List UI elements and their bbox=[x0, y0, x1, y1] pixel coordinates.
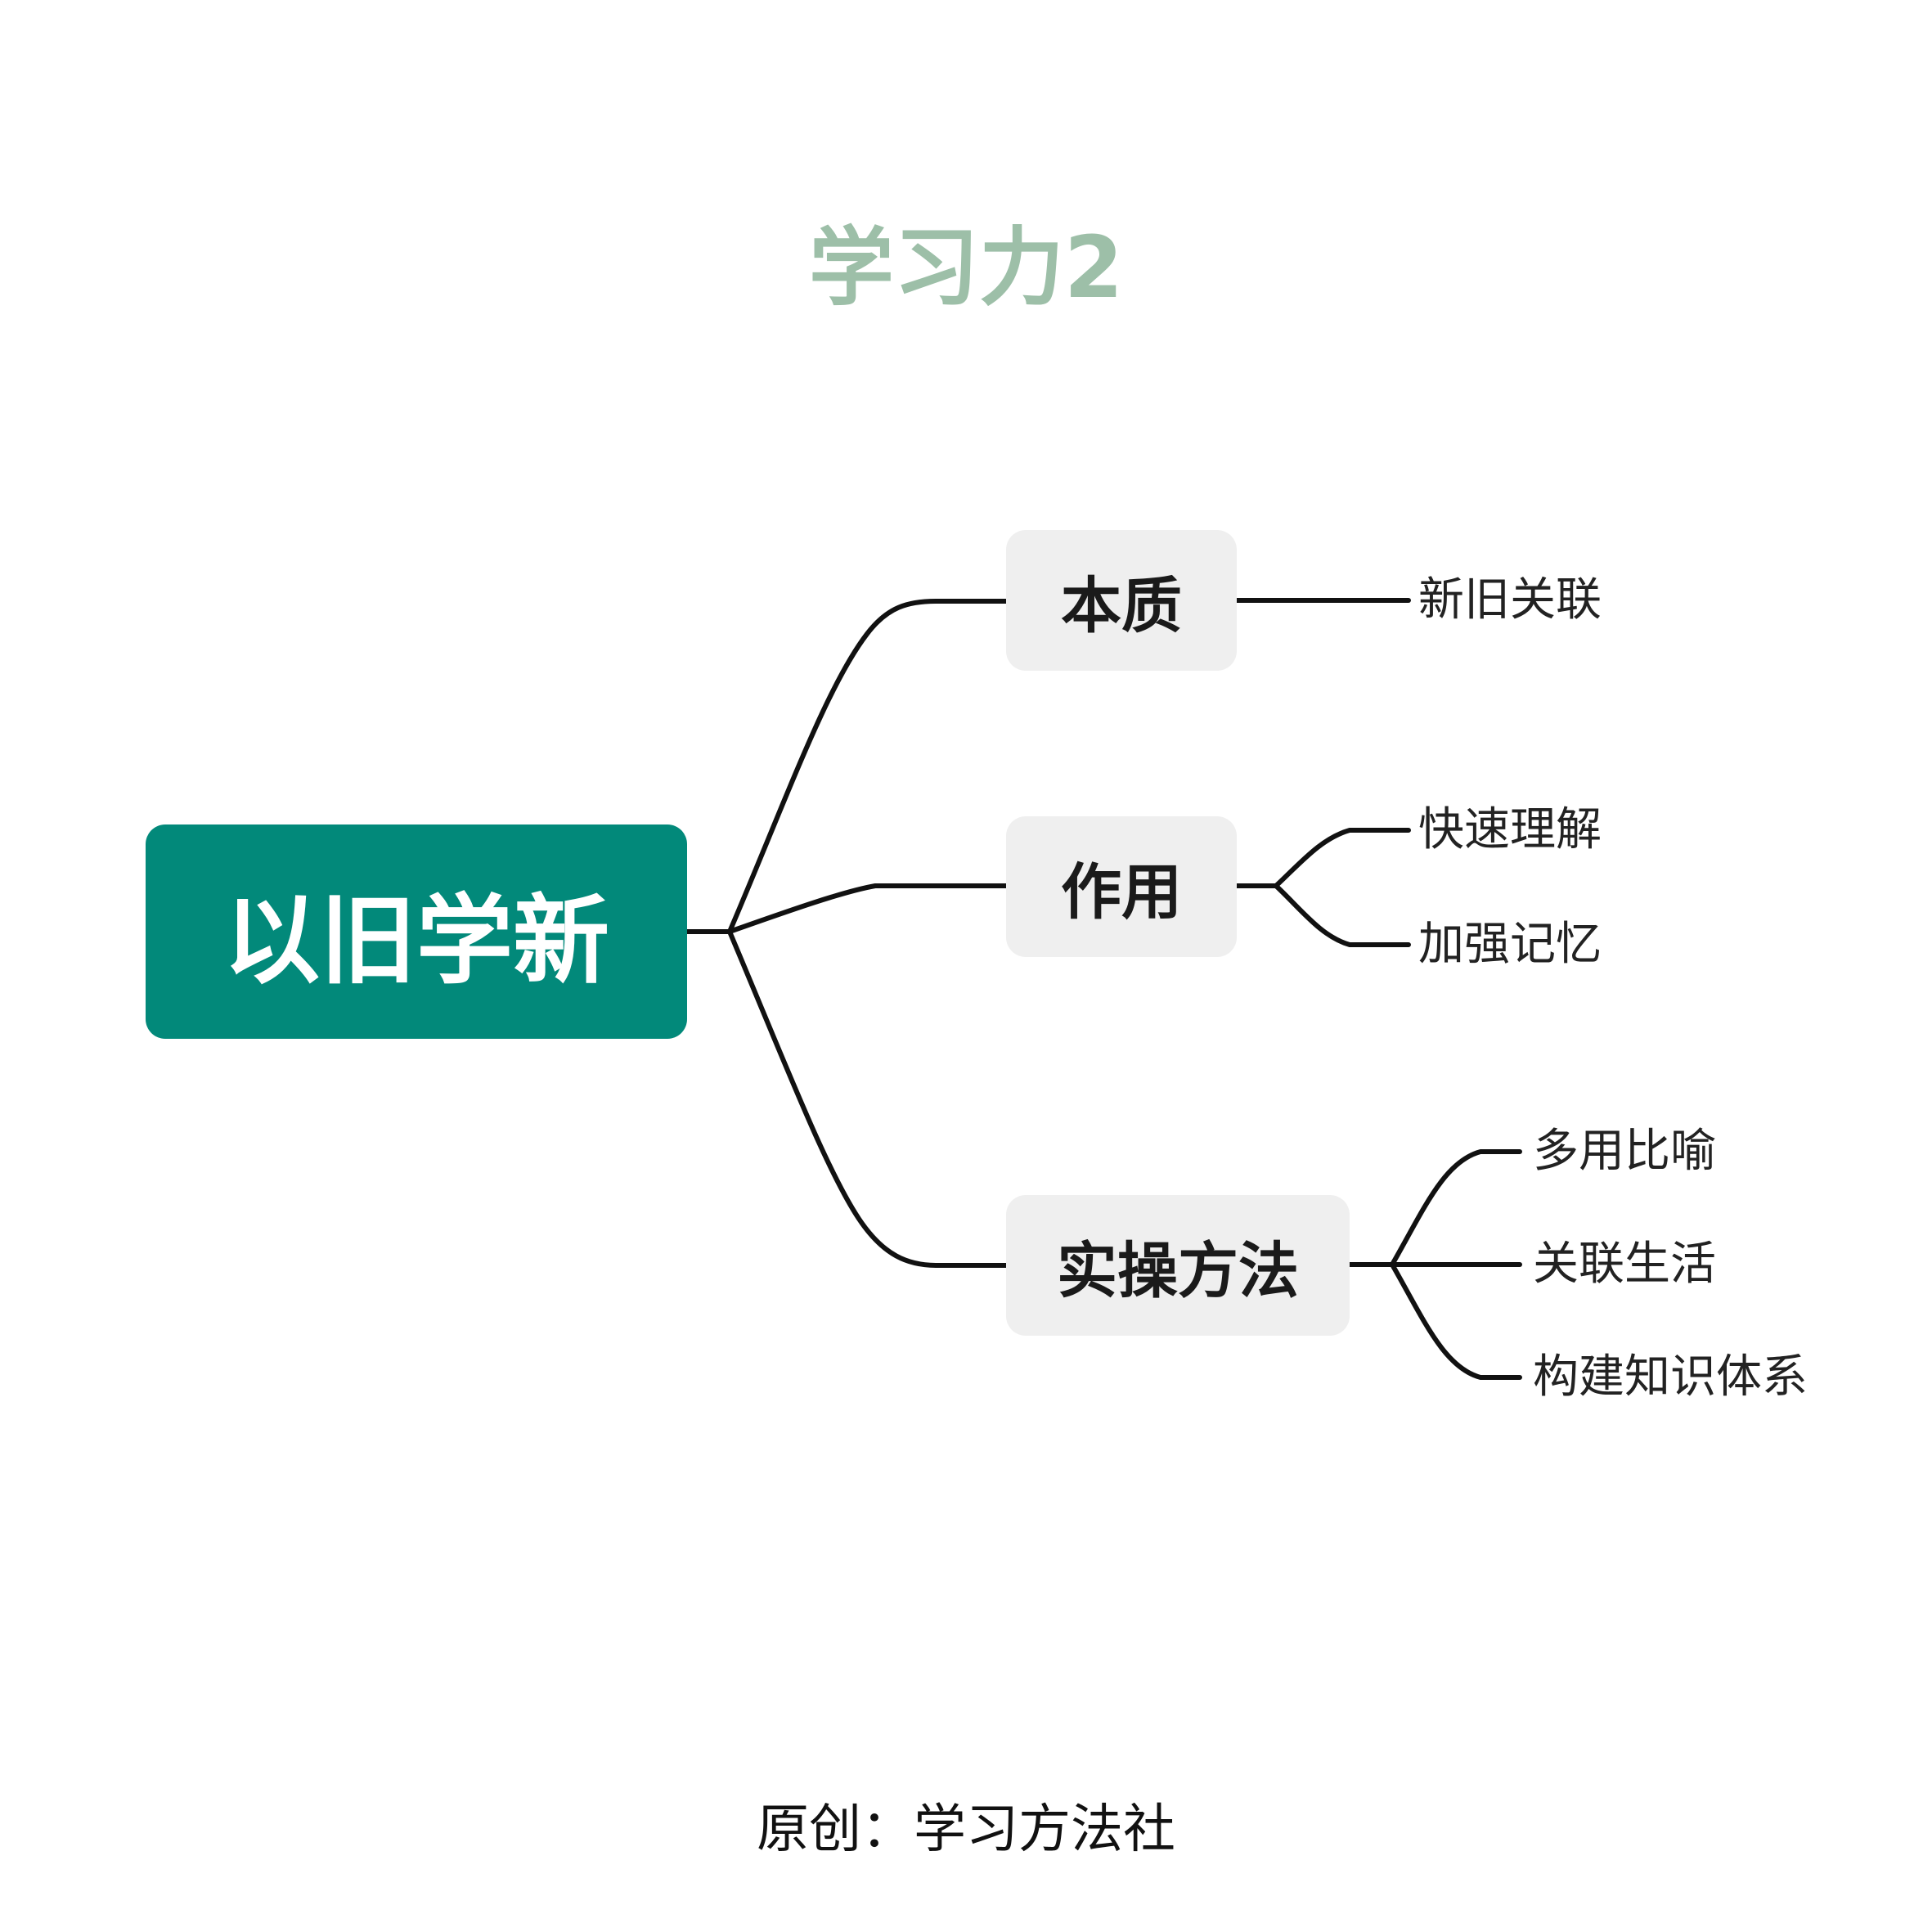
leaf-node-relate-to-life[interactable]: 关联生活 bbox=[1533, 1238, 1716, 1291]
branch-node-label: 本质 bbox=[1061, 570, 1182, 641]
leaf-node-strengthen-memory[interactable]: 加强记忆 bbox=[1418, 918, 1602, 971]
branch-node-label: 作用 bbox=[1061, 856, 1182, 928]
link-root-branch-1 bbox=[727, 599, 1009, 934]
branch-node-function[interactable]: 作用 bbox=[1006, 816, 1237, 957]
link-branch-2-leaf-2 bbox=[1274, 883, 1411, 947]
footer-credit: 原创：学习方法社 bbox=[757, 1799, 1175, 1860]
leaf-node-fast-understanding[interactable]: 快速理解 bbox=[1418, 803, 1602, 856]
branch-node-practice-methods[interactable]: 实操方法 bbox=[1006, 1195, 1350, 1336]
link-branch-3-leaf-1 bbox=[1390, 1149, 1522, 1267]
link-branch-2-leaf-1 bbox=[1274, 828, 1411, 888]
link-root-branch-2 bbox=[727, 883, 1009, 934]
leaf-node-build-knowledge-system[interactable]: 构建知识体系 bbox=[1533, 1350, 1808, 1404]
diagram-title: 学习力2 bbox=[808, 218, 1124, 317]
root-node-label: 以旧学新 bbox=[222, 883, 609, 997]
leaf-node-use-metaphors[interactable]: 多用比喻 bbox=[1533, 1125, 1716, 1178]
root-node[interactable]: 以旧学新 bbox=[146, 824, 687, 1039]
link-branch-3-leaf-3 bbox=[1390, 1262, 1522, 1380]
link-root-branch-3 bbox=[727, 929, 1009, 1268]
branch-node-essence[interactable]: 本质 bbox=[1006, 530, 1237, 671]
leaf-node-new-old-association[interactable]: 新旧关联 bbox=[1418, 573, 1602, 627]
branch-node-label: 实操方法 bbox=[1057, 1235, 1299, 1306]
